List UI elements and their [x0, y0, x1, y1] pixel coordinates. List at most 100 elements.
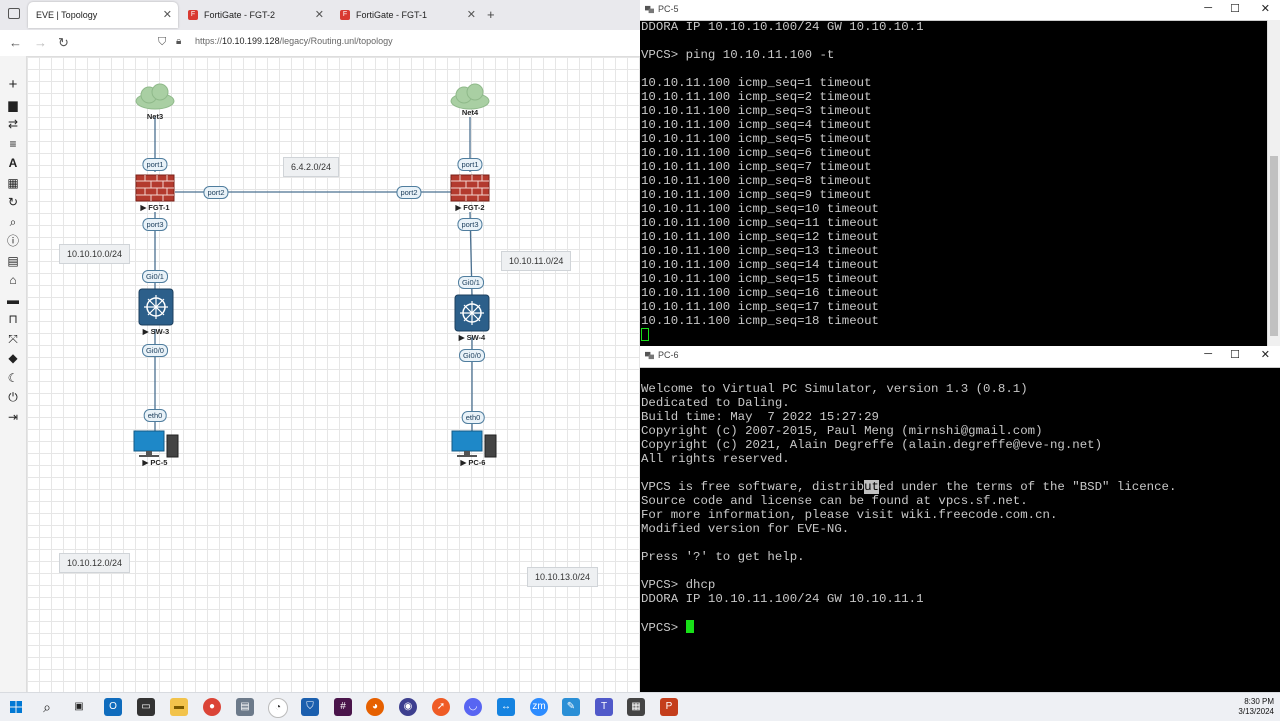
info-icon[interactable]: ⓘ [6, 234, 19, 248]
network-label-link[interactable]: 6.4.2.0/24 [283, 157, 340, 177]
terminal-window-pc6[interactable]: PC-6 ─ ☐ ✕ Welcome to Virtual PC Simulat… [640, 346, 1280, 692]
port-label[interactable]: Gi0/1 [142, 270, 168, 283]
node-name-net3[interactable]: Net3 [146, 112, 164, 121]
port-label[interactable]: port1 [142, 158, 168, 171]
tab-close-icon[interactable]: ✕ [466, 9, 476, 21]
graduation-icon[interactable]: ⌂ [9, 273, 17, 287]
port-label[interactable]: port1 [457, 158, 483, 171]
terminal-output[interactable]: DDORA IP 10.10.10.100/24 GW 10.10.10.1 V… [640, 20, 1268, 346]
new-tab-button[interactable]: + [487, 7, 495, 22]
remote-desktop-icon[interactable]: ↔ [497, 698, 515, 716]
port-label[interactable]: Gi0/1 [458, 276, 484, 289]
maximize-button[interactable]: ☐ [1230, 349, 1240, 361]
terminal-titlebar[interactable]: PC-6 ─ ☐ ✕ [640, 346, 1280, 368]
port-label[interactable]: Gi0/0 [142, 344, 168, 357]
node-name-fgt1[interactable]: ▶ FGT-1 [140, 203, 170, 212]
terminal-output[interactable]: Welcome to Virtual PC Simulator, version… [640, 368, 1280, 692]
zoom-app-icon[interactable]: zm [530, 698, 548, 716]
reload-icon[interactable]: ↻ [58, 35, 69, 50]
network-label-10-10-10[interactable]: 10.10.10.0/24 [59, 244, 131, 264]
network-label-10-10-11[interactable]: 10.10.11.0/24 [501, 251, 572, 271]
refresh-icon[interactable]: ↻ [7, 195, 19, 209]
calculator-icon[interactable]: ▦ [627, 698, 645, 716]
node-name-sw3[interactable]: ▶ SW-3 [142, 327, 170, 336]
clock[interactable]: 8:30 PM 3/13/2024 [1238, 697, 1274, 717]
tab-close-icon[interactable]: ✕ [162, 9, 172, 21]
slack-icon[interactable]: # [334, 698, 352, 716]
forward-icon[interactable]: → [34, 35, 47, 50]
nodes-icon[interactable]: ▆ [8, 98, 18, 112]
scrollbar-thumb[interactable] [1270, 156, 1278, 336]
port-label[interactable]: port3 [142, 218, 168, 231]
tab-eve-topology[interactable]: EVE | Topology ✕ [28, 2, 178, 28]
nav-bar: ← → ↻ ⛉ 🔒︎ https://10.10.199.128/legacy/… [0, 30, 640, 57]
postman-icon[interactable]: ➚ [432, 698, 450, 716]
add-node-icon[interactable]: + [8, 76, 18, 93]
proton-icon[interactable]: ◉ [399, 698, 417, 716]
scrollbar[interactable] [1267, 20, 1280, 346]
firefox-dev-icon[interactable]: ◕ [366, 698, 384, 716]
grid-icon[interactable]: ▦ [7, 176, 19, 190]
terminal-window-pc5[interactable]: PC-5 ─ ☐ ✕ DDORA IP 10.10.10.100/24 GW 1… [640, 0, 1280, 346]
zoom-icon[interactable]: ⌕ [9, 215, 17, 229]
node-name-net4[interactable]: Net4 [461, 108, 479, 117]
chrome-icon[interactable]: ● [203, 698, 221, 716]
port-label[interactable]: eth0 [143, 409, 167, 422]
topology-canvas[interactable]: Net3 Net4 ▶ FGT-1 ▶ FGT-2 ▶ SW-3 ▶ SW-4 … [27, 57, 640, 692]
terminal-app-icon[interactable]: ▭ [137, 698, 155, 716]
moon-icon[interactable]: ☾ [7, 371, 19, 385]
document-icon[interactable]: ▤ [7, 254, 19, 268]
terminal-titlebar[interactable]: PC-5 ─ ☐ ✕ [640, 0, 1280, 21]
node-name-sw4[interactable]: ▶ SW-4 [458, 333, 486, 342]
browser-window: EVE | Topology ✕ F FortiGate - FGT-2 ✕ F… [0, 0, 640, 692]
network-label-10-10-12[interactable]: 10.10.12.0/24 [59, 553, 131, 573]
terminal-line: Copyright (c) 2021, Alain Degreffe (alai… [641, 438, 1103, 452]
minimize-button[interactable]: ─ [1204, 348, 1212, 360]
tab-fgt2[interactable]: F FortiGate - FGT-2 ✕ [180, 2, 330, 28]
outlook-icon[interactable]: O [104, 698, 122, 716]
putty-taskbar-icon[interactable]: ▤ [236, 698, 254, 716]
node-name-pc6[interactable]: ▶ PC-6 [460, 458, 486, 467]
tab-close-icon[interactable]: ✕ [314, 9, 324, 21]
port-label[interactable]: Gi0/0 [459, 349, 485, 362]
text-icon[interactable]: A [8, 156, 18, 170]
terminal-line [641, 368, 1280, 382]
firefox-icon[interactable]: ◔ [268, 698, 288, 718]
node-name-fgt2[interactable]: ▶ FGT-2 [455, 203, 485, 212]
powerpoint-icon[interactable]: P [660, 698, 678, 716]
back-icon[interactable]: ← [9, 35, 22, 50]
fullscreen-icon[interactable]: ⤧ [8, 332, 18, 346]
security-icon[interactable]: ⛉ [301, 698, 319, 716]
file-explorer-icon[interactable]: ▬ [170, 698, 188, 716]
terminal-line: 10.10.11.100 icmp_seq=14 timeout [641, 258, 879, 272]
close-button[interactable]: ✕ [1260, 3, 1270, 15]
logout-icon[interactable]: ⇥ [7, 410, 19, 424]
search-icon[interactable]: ⌕ [43, 699, 51, 715]
port-label[interactable]: eth0 [461, 411, 485, 424]
tab-fgt1[interactable]: F FortiGate - FGT-1 ✕ [332, 2, 482, 28]
notepad-icon[interactable]: ✎ [562, 698, 580, 716]
lock-icon[interactable]: 🔒︎ [176, 36, 182, 47]
close-button[interactable]: ✕ [1260, 349, 1270, 361]
task-view-icon[interactable]: ▣ [74, 701, 84, 712]
chat-icon[interactable]: ▬ [7, 293, 19, 307]
tab-overview-icon[interactable] [8, 8, 20, 19]
shield-icon[interactable]: ⛉ [158, 36, 167, 48]
unlock-icon[interactable]: ⊓ [8, 312, 18, 326]
maximize-button[interactable]: ☐ [1230, 3, 1240, 15]
address-bar[interactable]: https://10.10.199.128/legacy/Routing.unl… [195, 36, 393, 46]
tag-icon[interactable]: ◆ [8, 351, 18, 365]
node-name-pc5[interactable]: ▶ PC-5 [142, 458, 168, 467]
discord-icon[interactable]: ◡ [464, 698, 482, 716]
windows-start-icon[interactable] [10, 701, 22, 713]
minimize-button[interactable]: ─ [1204, 2, 1212, 14]
links-icon[interactable]: ⇄ [7, 117, 19, 131]
clock-time: 8:30 PM [1244, 697, 1274, 706]
network-label-10-10-13[interactable]: 10.10.13.0/24 [527, 567, 599, 587]
power-icon[interactable]: ⏻ [8, 390, 18, 404]
list-icon[interactable]: ≡ [9, 137, 17, 151]
teams-icon[interactable]: T [595, 698, 613, 716]
port-label[interactable]: port2 [396, 186, 422, 199]
port-label[interactable]: port3 [457, 218, 483, 231]
port-label[interactable]: port2 [203, 186, 229, 199]
